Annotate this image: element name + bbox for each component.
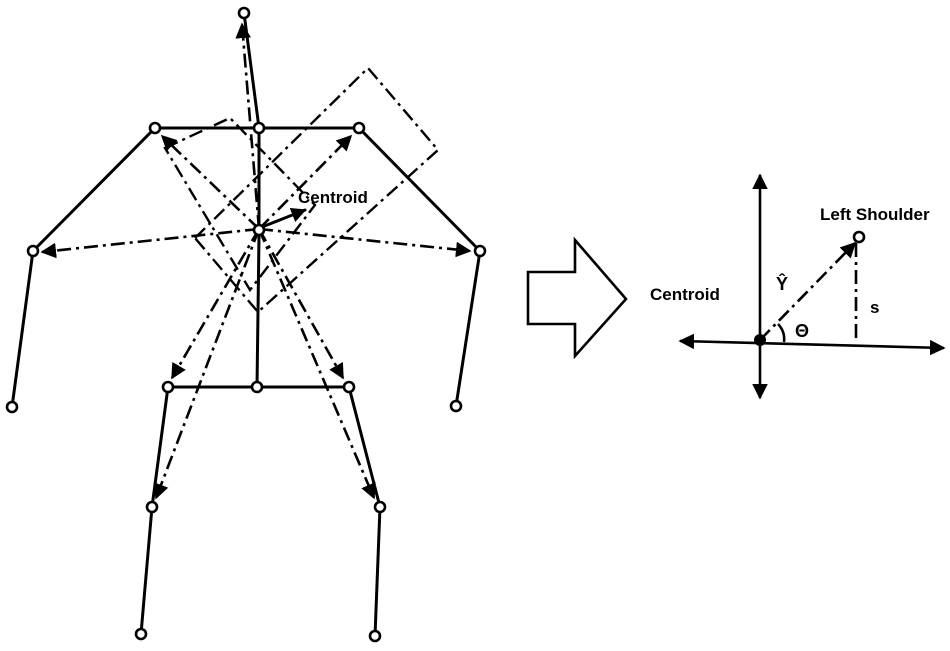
y-hat-label: Ŷ [776,273,788,294]
joint-right-foot [368,629,382,643]
centroid-vectors [40,22,472,500]
bone-lower-spine [255,234,261,389]
vector-to-left-knee [153,228,261,500]
y-hat-vector [759,241,857,341]
theta-label: Θ [795,321,809,341]
polar-centroid-point [754,334,766,346]
bone-right-thigh [347,385,382,509]
transform-arrow-icon [526,236,628,360]
skeleton-centroid-label: Centroid [298,188,368,207]
bone-left-upper-arm [31,126,157,253]
joint-hip-center [250,380,264,394]
joint-left-elbow [26,244,40,258]
vector-to-head [235,22,261,230]
joint-left-foot [134,627,148,641]
joint-left-shoulder [148,121,162,135]
bone-left-forearm [10,249,35,409]
joint-neck [252,121,266,135]
joint-right-hip [342,380,356,394]
horizontal-axis [678,333,946,356]
vector-to-left-hip [170,228,261,380]
s-label: s [870,298,879,317]
bone-right-shin [373,505,382,638]
joint-right-shoulder [352,121,366,135]
left-shoulder-label: Left Shoulder [820,205,930,224]
vector-to-left-hand [40,227,260,259]
skeleton-figure: Centroid [5,6,487,643]
joint-left-knee [145,500,159,514]
vector-to-right-hip [257,228,345,380]
joint-head [237,6,251,20]
vector-to-right-hand [258,227,472,258]
joint-right-elbow [473,244,487,258]
joint-right-hand [449,399,463,413]
bone-left-shin [139,505,154,636]
vector-to-right-knee [257,228,376,500]
left-shoulder-point [852,230,866,244]
skeleton-joints [5,6,487,643]
vector-to-right-shoulder-joint [258,134,353,230]
polar-coordinate-diagram: Centroid Left Shoulder Ŷ s Θ [650,173,946,400]
bone-right-forearm [454,249,482,408]
skeleton-bones [10,11,482,638]
vector-to-left-shoulder-joint [160,134,260,230]
joint-left-hip [161,380,175,394]
joint-right-knee [373,500,387,514]
joint-left-hand [5,400,19,414]
bone-right-upper-arm [357,126,482,253]
bone-neck-head [242,11,261,130]
polar-centroid-label: Centroid [650,285,720,304]
centroid-arrow [260,207,307,229]
theta-angle-arc [777,323,786,343]
joint-centroid [252,223,266,237]
